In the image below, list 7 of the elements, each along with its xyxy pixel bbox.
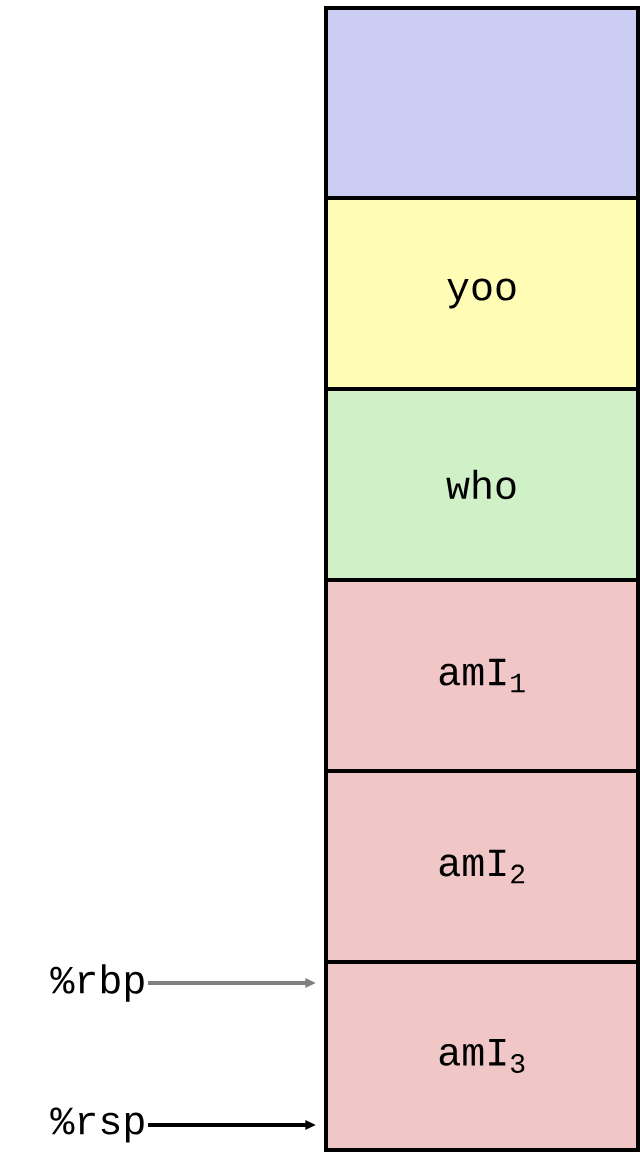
stack-frame: amI$_{3}$	[324, 960, 640, 1152]
register-label: %rsp	[50, 1107, 144, 1143]
register-label: %rbp	[50, 964, 144, 1002]
stack-frame: amI$_{2}$	[324, 769, 640, 964]
stack-frame: yoo	[324, 196, 640, 391]
stack-frame: who	[324, 387, 640, 582]
stack-frame: amI$_{1}$	[324, 578, 640, 773]
